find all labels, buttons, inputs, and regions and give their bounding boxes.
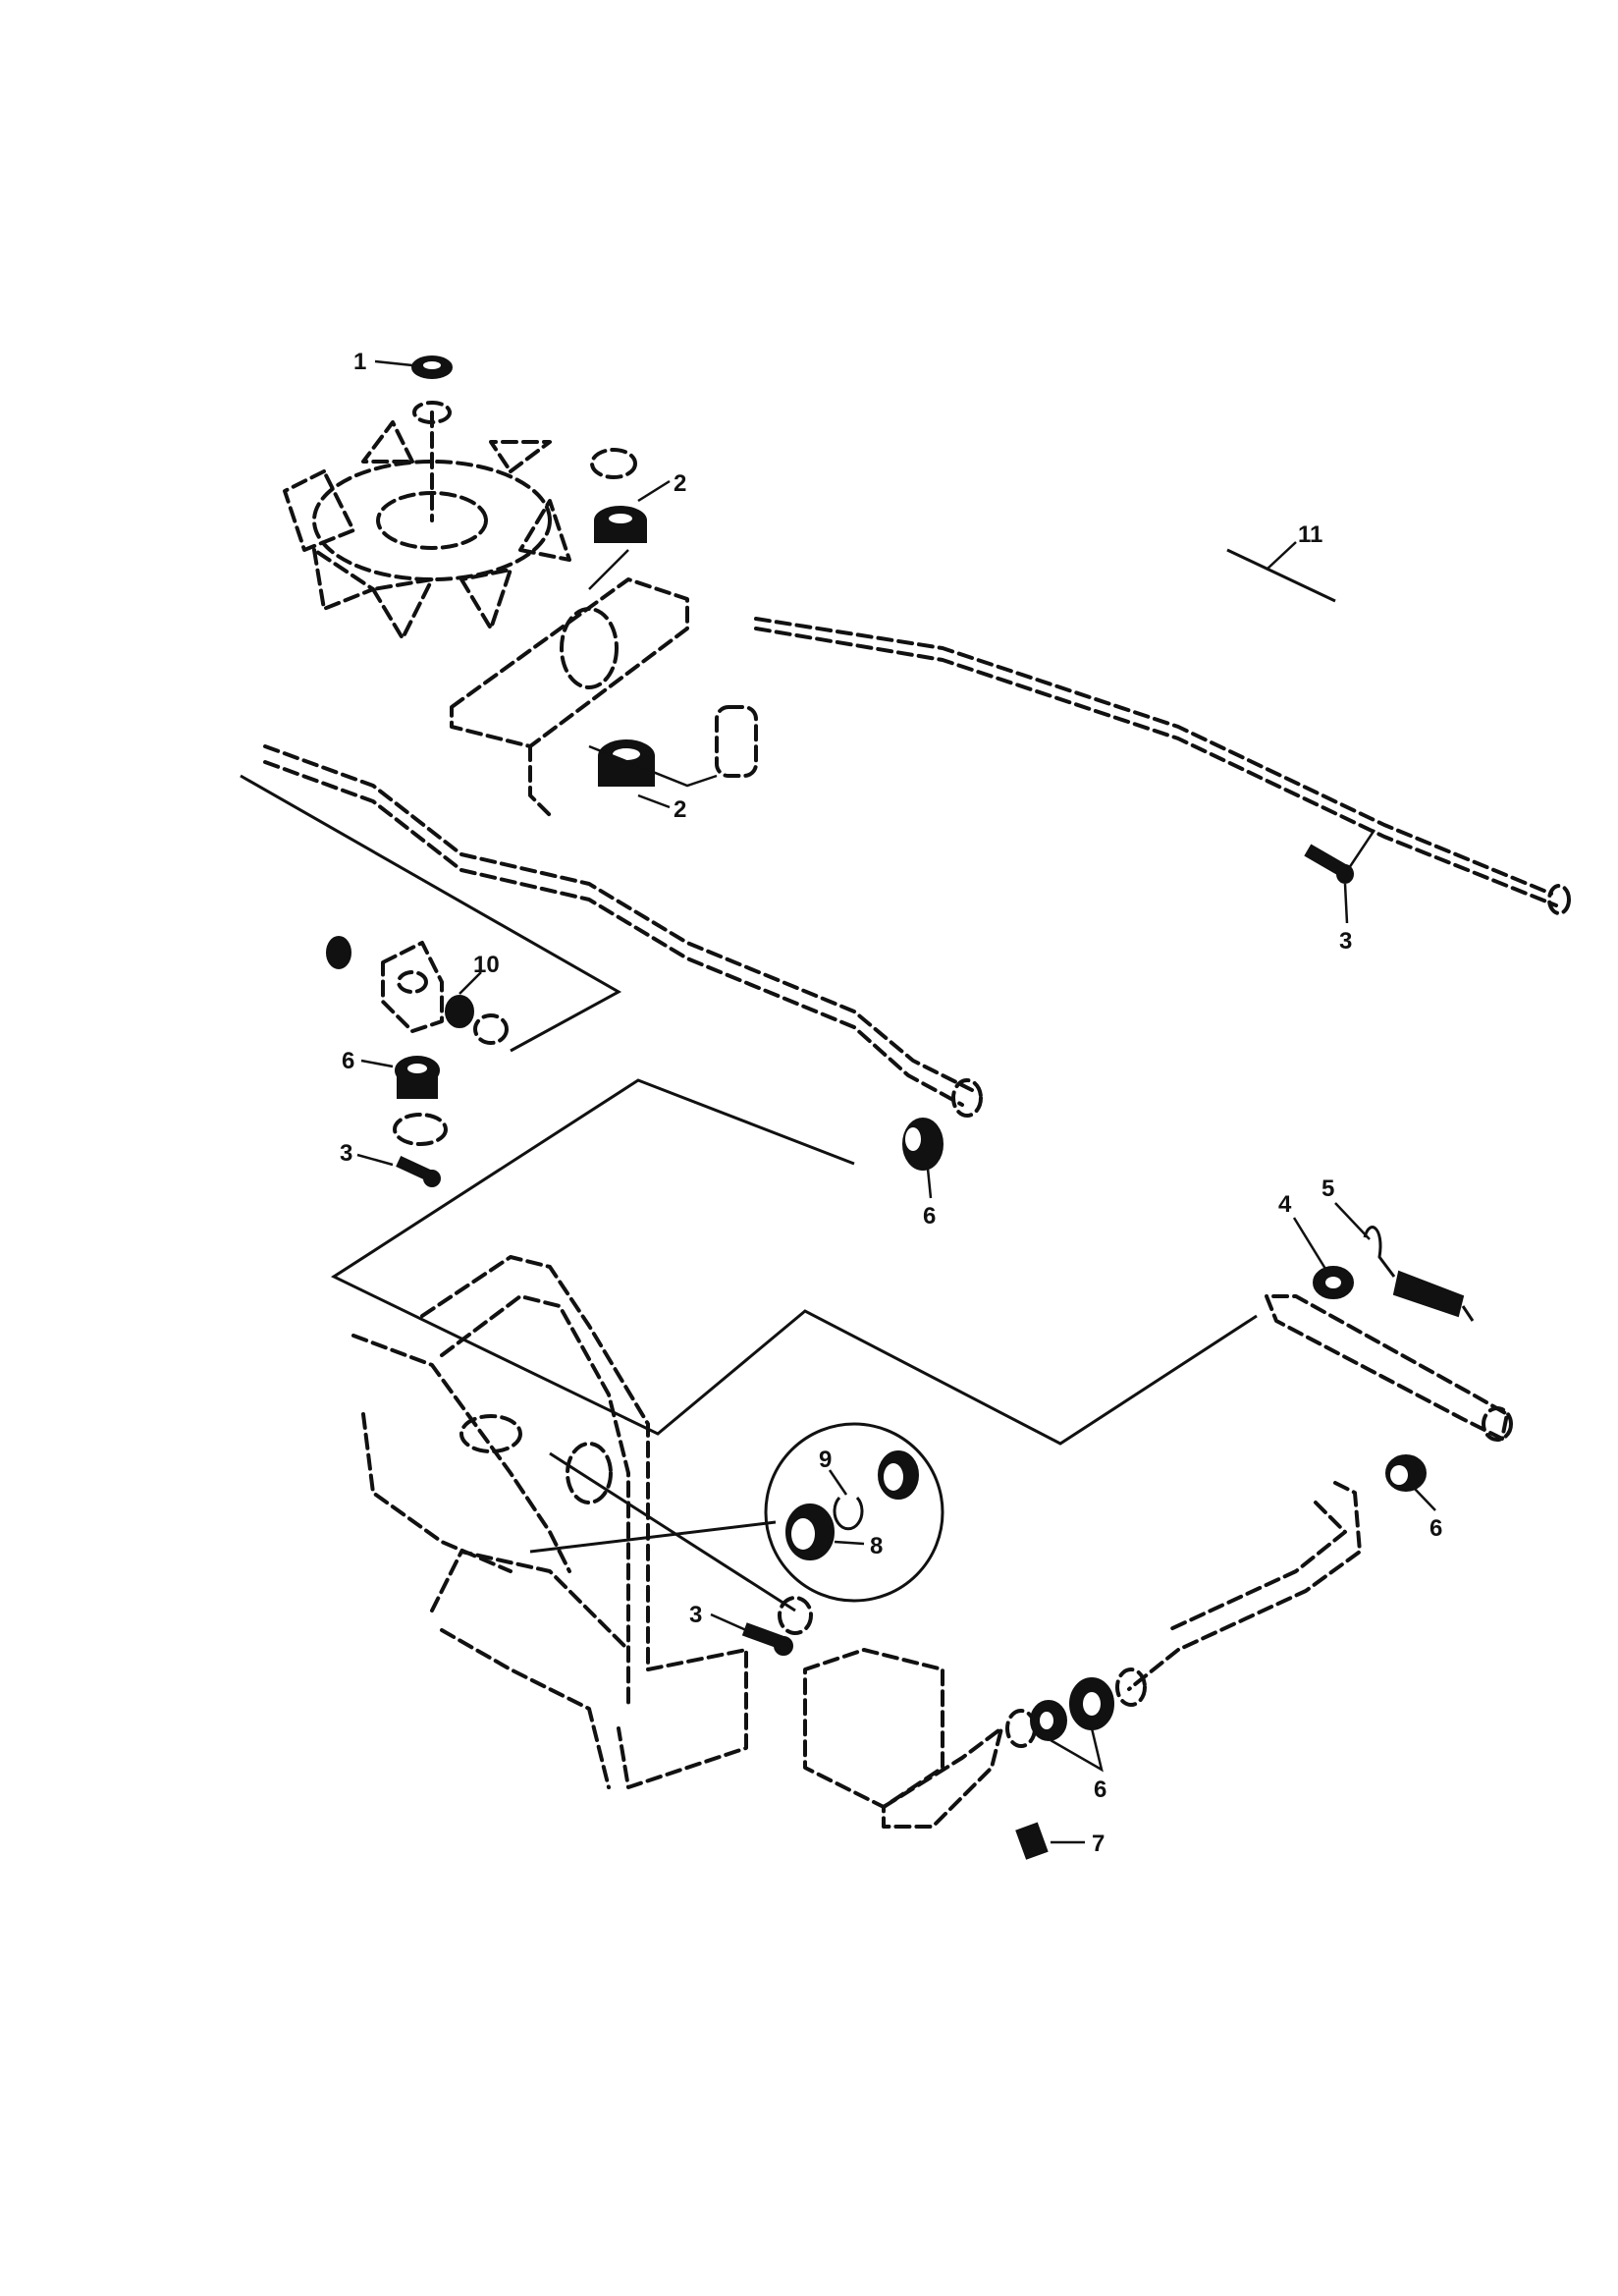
assembly-outline-upper (240, 774, 622, 1053)
pedal-bolt (1015, 1822, 1049, 1860)
handle-frame (351, 1255, 748, 1789)
assembly-outline-main (330, 1078, 1258, 1446)
link-rod-to-inset (529, 1520, 777, 1554)
bushing-detail-right (878, 1450, 919, 1500)
detail-inset (764, 1422, 944, 1603)
leader-9 (828, 1469, 848, 1496)
callout-2-bottom: 2 (674, 796, 686, 823)
flange-bushing-set (1005, 1667, 1147, 1748)
callout-3-top: 3 (1339, 928, 1352, 955)
leader-1 (374, 359, 413, 367)
bushing-detail (785, 1503, 835, 1560)
washer (412, 401, 452, 424)
extension-spring (1363, 1226, 1475, 1322)
pedal-link (1127, 1481, 1362, 1691)
leader-11 (1266, 541, 1297, 571)
nut (473, 1013, 509, 1045)
callout-4: 4 (1278, 1191, 1292, 1218)
cotter-pin-upper-rod (1304, 844, 1354, 884)
bushing-upper (594, 506, 647, 543)
bushing-right (1385, 1454, 1427, 1492)
flat-washer (445, 995, 474, 1028)
control-rod-upper (754, 617, 1571, 915)
pivot-block (326, 936, 444, 1033)
callout-6-rod: 6 (923, 1203, 936, 1230)
callout-11: 11 (1298, 521, 1322, 548)
leader-5 (1334, 1202, 1371, 1240)
leader-3-bottom (710, 1613, 747, 1632)
leader-6-rod (926, 1168, 933, 1199)
retaining-ring (411, 355, 453, 379)
callout-3-left: 3 (340, 1140, 352, 1167)
leader-8 (834, 1540, 865, 1546)
leader-3-top (1343, 883, 1349, 924)
leader-2-bottom (637, 793, 671, 809)
callout-6-left: 6 (342, 1048, 354, 1074)
fan-blade-assembly (283, 410, 571, 640)
leader-6-left (360, 1059, 394, 1068)
cotter-pin-frame (741, 1596, 813, 1656)
callout-8: 8 (870, 1533, 883, 1559)
cotter-pin-left (396, 1155, 441, 1187)
grommet-left (393, 1113, 448, 1146)
leader-2-top (637, 479, 671, 503)
leader-6-bottom (1050, 1727, 1104, 1773)
callout-9: 9 (819, 1447, 832, 1473)
leader-3-left (356, 1153, 394, 1167)
leader-10 (458, 971, 482, 995)
callout-3-bottom: 3 (689, 1602, 702, 1628)
callout-6-right: 6 (1429, 1515, 1442, 1542)
rocker-arm (1265, 1294, 1513, 1442)
mounting-bracket (450, 448, 758, 817)
clip-detail (833, 1496, 864, 1531)
callout-5: 5 (1321, 1175, 1334, 1202)
callout-10: 10 (473, 952, 500, 978)
leader-6-right (1413, 1487, 1436, 1511)
callout-7: 7 (1092, 1831, 1105, 1857)
leader-4 (1292, 1217, 1327, 1270)
bushing-left (395, 1056, 440, 1099)
control-rod-lower (263, 744, 983, 1118)
callout-1: 1 (353, 349, 366, 375)
pedal-pad (803, 1648, 1003, 1829)
callout-6-bottom: 6 (1094, 1777, 1106, 1803)
link-frame-to-inset (549, 1451, 796, 1613)
reference-line-11 (1226, 548, 1336, 603)
bushing-lower (598, 739, 655, 787)
callout-2-top: 2 (674, 470, 686, 497)
bushing-rod-end (902, 1118, 944, 1171)
washer-right (1313, 1266, 1354, 1299)
